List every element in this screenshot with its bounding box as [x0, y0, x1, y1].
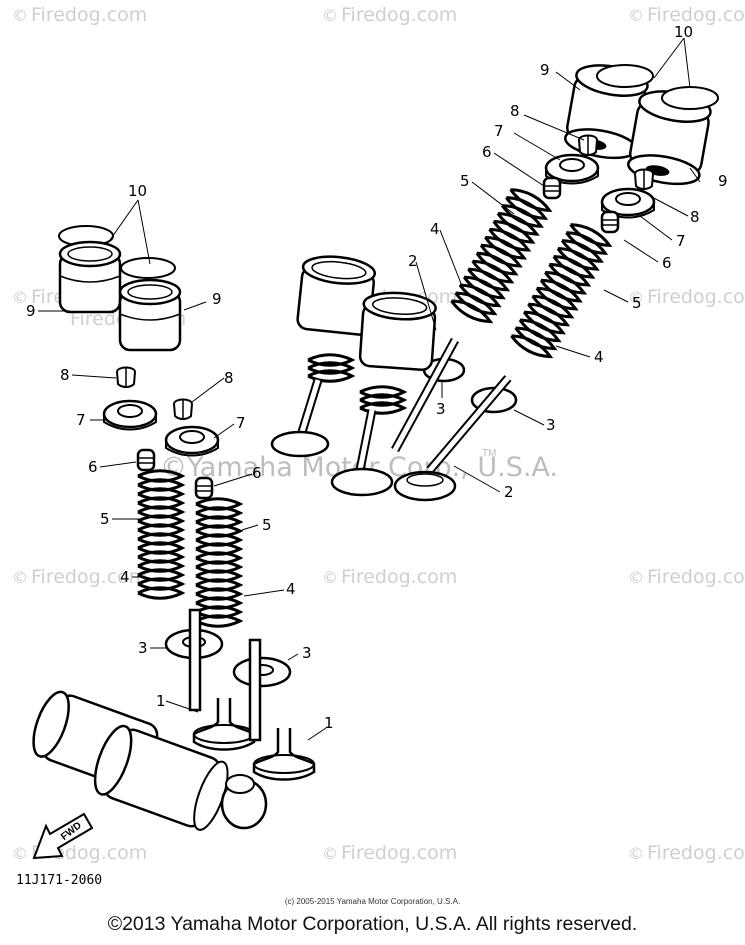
watermark: ©Firedog.com: [322, 842, 458, 864]
callout-6: 6: [482, 143, 492, 161]
callout-5: 5: [100, 510, 110, 528]
callout-9: 9: [718, 172, 728, 190]
callout-8: 8: [690, 208, 700, 226]
callout-9: 9: [212, 290, 222, 308]
callout-8: 8: [60, 366, 70, 384]
callout-10: 10: [128, 182, 148, 200]
callout-3: 3: [436, 400, 446, 418]
callout-7: 7: [494, 122, 504, 140]
trademark-mark: TM: [482, 448, 497, 459]
callout-2: 2: [408, 252, 418, 270]
callout-4: 4: [286, 580, 296, 598]
watermark: ©Firedog.com: [628, 286, 745, 308]
callout-6: 6: [88, 458, 98, 476]
callout-3: 3: [138, 639, 148, 657]
callout-4: 4: [594, 348, 604, 366]
watermark: ©Firedog.com: [322, 4, 458, 26]
callout-8: 8: [224, 369, 234, 387]
watermark: ©Firedog.com: [322, 566, 458, 588]
callout-3: 3: [546, 416, 556, 434]
main-copyright: ©2013 Yamaha Motor Corporation, U.S.A. A…: [107, 913, 638, 935]
callout-9: 9: [26, 302, 36, 320]
small-copyright: (c) 2005-2015 Yamaha Motor Corporation, …: [284, 897, 461, 906]
callout-6: 6: [252, 464, 262, 482]
callout-4: 4: [430, 220, 440, 238]
callout-4: 4: [120, 568, 130, 586]
diagram-part-code: 11J171-2060: [16, 873, 103, 888]
callout-9: 9: [540, 61, 550, 79]
callout-1: 1: [324, 714, 334, 732]
callout-3: 3: [302, 644, 312, 662]
callout-5: 5: [262, 516, 272, 534]
callout-6: 6: [662, 254, 672, 272]
callout-7: 7: [76, 411, 86, 429]
watermark: ©Firedog.com: [628, 4, 745, 26]
watermark: ©Firedog.com: [12, 566, 148, 588]
watermark: ©Firedog.com: [628, 842, 745, 864]
callout-8: 8: [510, 102, 520, 120]
fwd-arrow-icon: [32, 812, 94, 860]
watermark: ©Firedog.com: [12, 4, 148, 26]
callout-10: 10: [674, 23, 694, 41]
callout-1: 1: [156, 692, 166, 710]
callout-5: 5: [460, 172, 470, 190]
callout-7: 7: [236, 414, 246, 432]
watermark: ©Firedog.com: [628, 566, 745, 588]
callout-7: 7: [676, 232, 686, 250]
callout-5: 5: [632, 294, 642, 312]
callout-2: 2: [504, 483, 514, 501]
